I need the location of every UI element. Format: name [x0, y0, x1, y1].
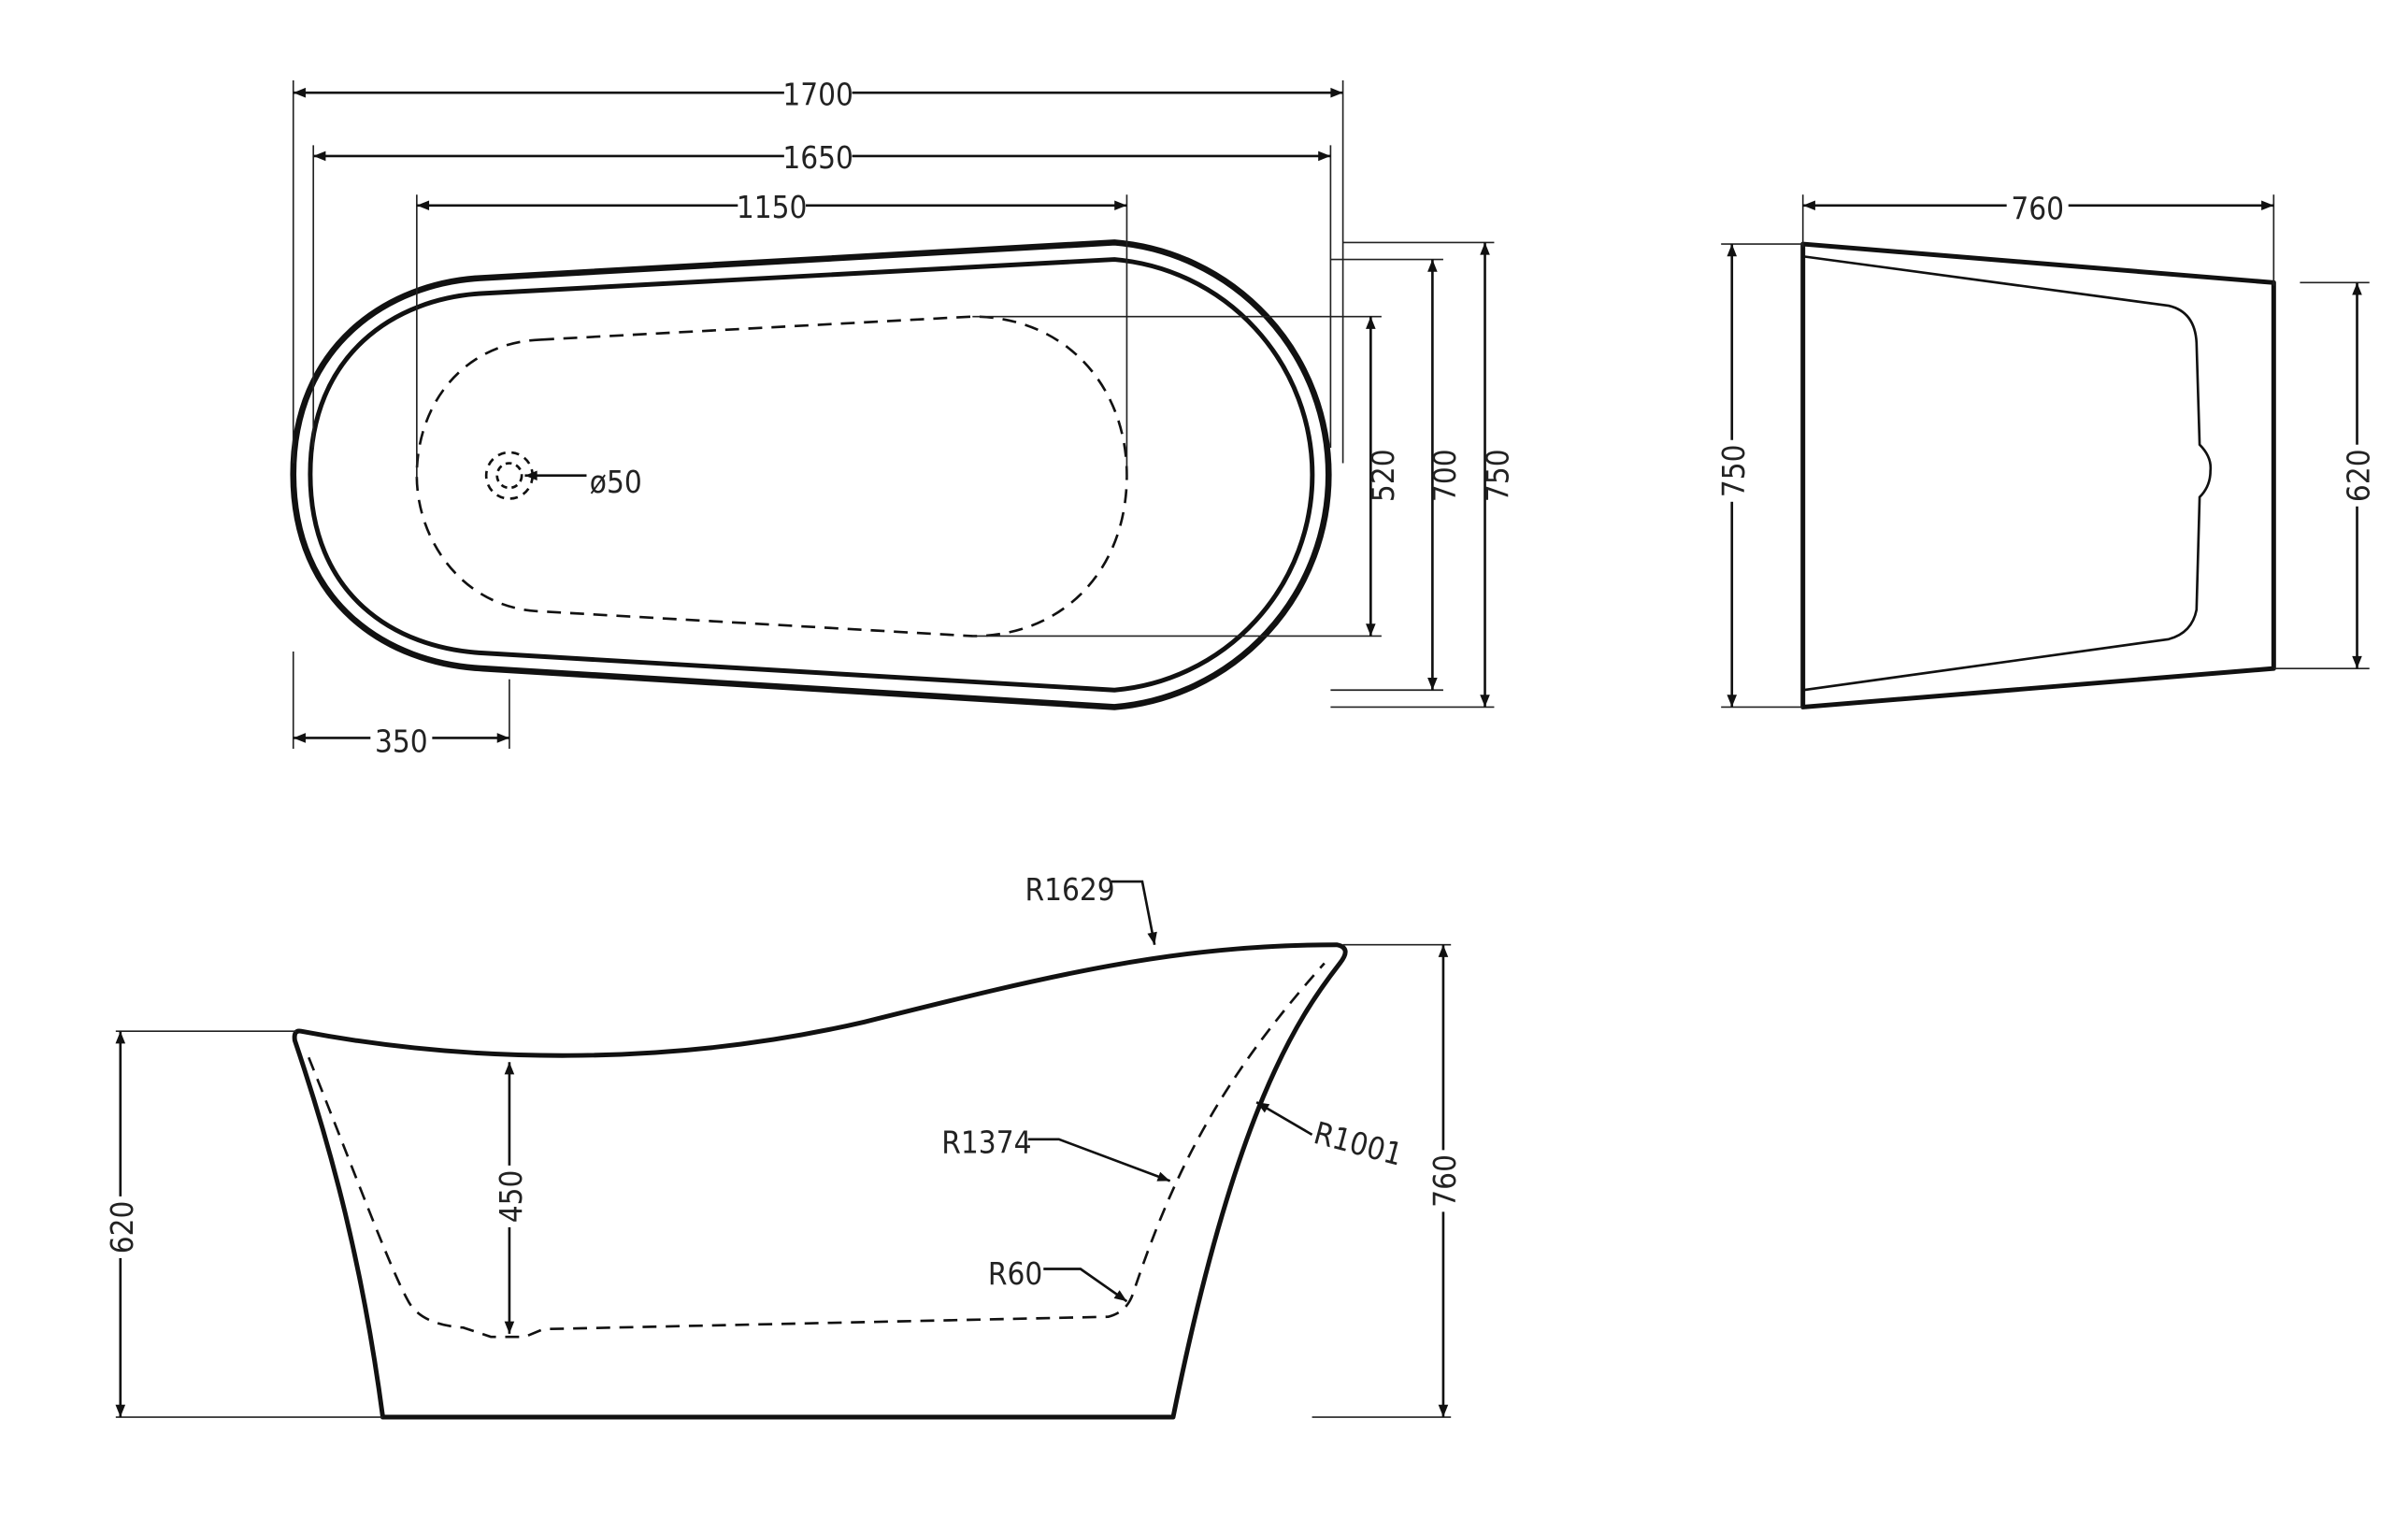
drain-diameter-label: ø50	[590, 464, 642, 500]
end-view: 760 750 620	[1715, 188, 2377, 709]
plan-basin-outline	[415, 315, 1128, 638]
end-inner-outline	[1802, 254, 2213, 692]
side-outline	[292, 942, 1348, 1420]
dim-basin-width: 520	[1365, 449, 1401, 502]
rim-radius-leader	[1111, 880, 1157, 945]
plan-view: ø50 1700 1650 1150 350 520 700 750	[290, 74, 1515, 759]
inner-radius-label: R1374	[941, 1125, 1031, 1161]
dim-short-end-height: 620	[2341, 449, 2377, 502]
dim-top-width: 760	[2011, 191, 2064, 227]
end-outline	[1800, 241, 2276, 709]
corner-radius-label: R60	[988, 1255, 1042, 1292]
dim-inner-width: 700	[1426, 449, 1463, 502]
plan-outer-outline	[290, 239, 1332, 710]
dim-overall-length: 1700	[782, 76, 853, 112]
rim-radius-label: R1629	[1025, 871, 1114, 908]
outer-radius-label: R1001	[1311, 1114, 1407, 1173]
side-inner-outline	[308, 962, 1326, 1339]
dim-drain-offset: 350	[375, 723, 428, 759]
dim-inner-length: 1650	[782, 139, 853, 176]
dim-high-end-height: 760	[1426, 1154, 1463, 1208]
plan-inner-outline	[308, 257, 1315, 693]
inner-radius-leader	[1027, 1138, 1171, 1182]
dim-low-end-height: 620	[104, 1201, 140, 1254]
dim-tall-end-height: 750	[1715, 444, 1752, 497]
dim-basin-length: 1150	[737, 189, 808, 225]
dim-overall-width: 750	[1479, 449, 1515, 502]
side-view: 620 450 760 R1629 R1374 R1001 R60	[104, 871, 1463, 1420]
outer-radius-leader	[1255, 1101, 1313, 1136]
corner-radius-leader	[1043, 1268, 1128, 1303]
drain-inner-icon	[495, 462, 523, 490]
dim-depth: 450	[493, 1170, 529, 1224]
